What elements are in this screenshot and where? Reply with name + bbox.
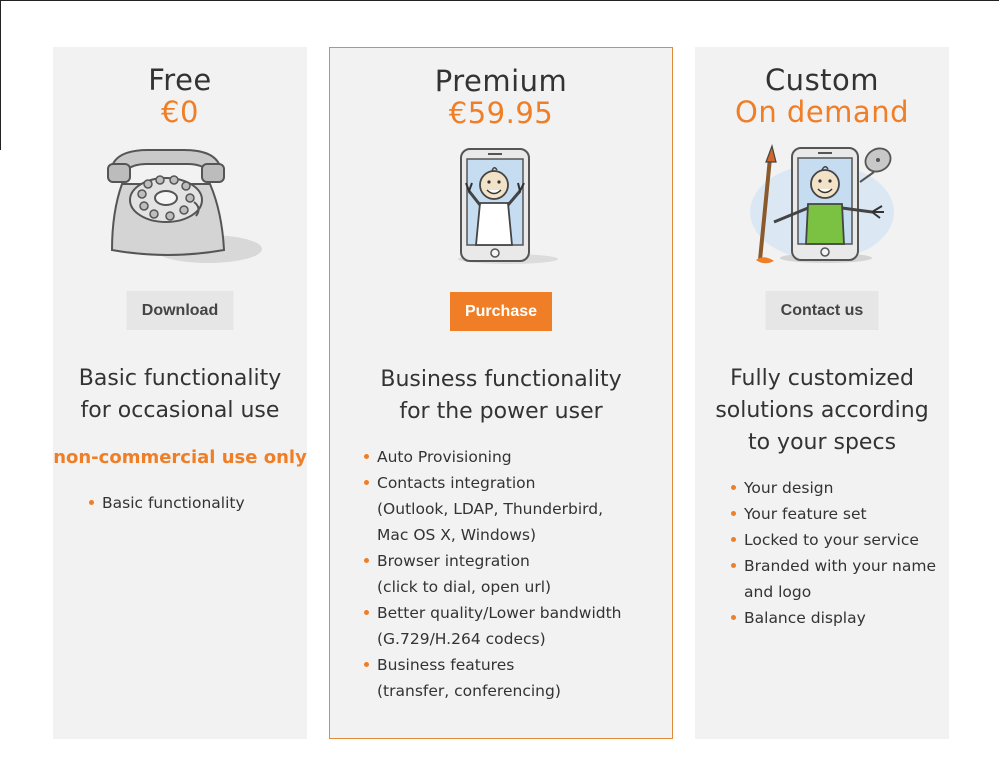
list-item: Business features (transfer, conferencin… (364, 652, 622, 704)
download-button[interactable]: Download (126, 291, 234, 330)
list-item: Locked to your service (731, 527, 936, 553)
list-item: Auto Provisioning (364, 444, 622, 470)
plan-description: Basic functionality for occasional use (78, 366, 282, 423)
window-left-border (0, 0, 1, 150)
feature-list: Basic functionality (89, 490, 245, 516)
usage-note: non-commercial use only (53, 447, 307, 468)
purchase-button[interactable]: Purchase (450, 292, 552, 331)
plan-price: €59.95 (448, 96, 554, 130)
smartphone-waving-man-icon (436, 143, 566, 272)
list-item: Browser integration (click to dial, open… (364, 548, 622, 600)
plan-price: €0 (161, 95, 199, 129)
feature-list: Auto Provisioning Contacts integration (… (364, 444, 622, 704)
plan-card-free: Free €0 Download Basic functionality for… (53, 47, 307, 739)
feature-list: Your design Your feature set Locked to y… (731, 475, 936, 631)
rotary-phone-icon (98, 142, 262, 271)
smartphone-custom-man-icon (742, 142, 902, 271)
plan-name: Premium (434, 64, 568, 98)
plan-description: Fully customized solutions according to … (715, 366, 929, 455)
window-top-border (0, 0, 999, 1)
list-item: Branded with your name and logo (731, 553, 936, 605)
list-item: Better quality/Lower bandwidth (G.729/H.… (364, 600, 622, 652)
plan-price: On demand (735, 95, 909, 129)
plan-description: Business functionality for the power use… (380, 367, 622, 424)
plan-name: Free (148, 63, 212, 97)
list-item: Basic functionality (89, 490, 245, 516)
list-item: Your design (731, 475, 936, 501)
list-item: Contacts integration (Outlook, LDAP, Thu… (364, 470, 622, 548)
list-item: Your feature set (731, 501, 936, 527)
contact-us-button[interactable]: Contact us (765, 291, 879, 330)
list-item: Balance display (731, 605, 936, 631)
plan-card-premium: Premium €59.95 Purchase Business functio… (329, 47, 673, 739)
plan-card-custom: Custom On demand Co (695, 47, 949, 739)
plan-name: Custom (764, 63, 880, 97)
